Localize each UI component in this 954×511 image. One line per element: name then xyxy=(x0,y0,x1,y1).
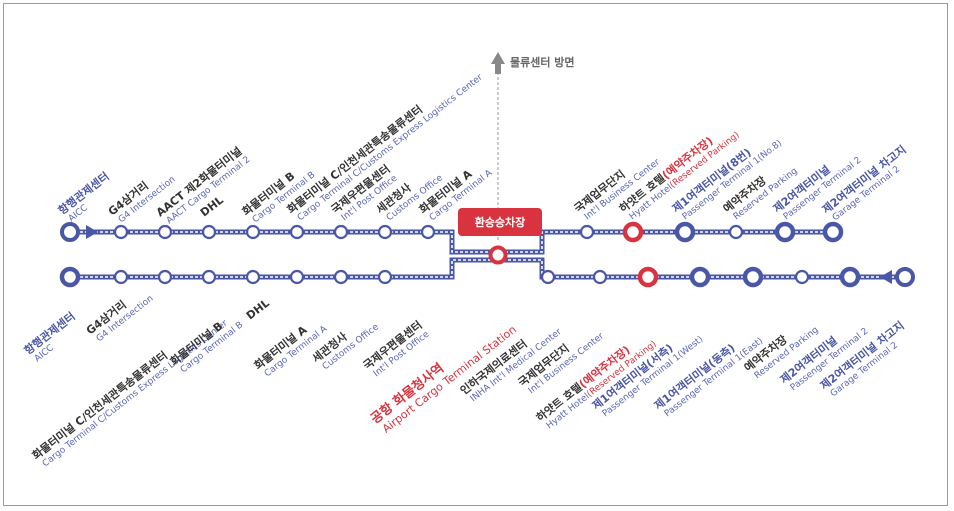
bottom-stop-16[interactable] xyxy=(839,266,861,288)
bottom-stop-2[interactable] xyxy=(113,269,129,285)
hub-label: 환승승차장 xyxy=(475,215,526,229)
bottom-stop-12[interactable] xyxy=(637,266,659,288)
top-stop-10[interactable] xyxy=(579,224,595,240)
top-stop-14[interactable] xyxy=(774,221,796,243)
top-stop-2[interactable] xyxy=(113,224,129,240)
bottom-stop-15[interactable] xyxy=(794,269,810,285)
bottom-track-inner xyxy=(70,259,905,278)
bottom-stop-8[interactable] xyxy=(377,269,393,285)
bottom-stop-10[interactable] xyxy=(540,269,556,285)
top-stop-4[interactable] xyxy=(201,224,217,240)
top-stop-3[interactable] xyxy=(157,224,173,240)
bottom-name-en: Passenger Terminal 1(East) xyxy=(663,336,765,419)
bottom-stop-3[interactable] xyxy=(157,269,173,285)
arrow-right-icon xyxy=(86,225,98,239)
bottom-stop-13[interactable] xyxy=(689,266,711,288)
bottom-stop-1[interactable] xyxy=(59,266,81,288)
direction-label: 물류센터 방면 xyxy=(510,55,575,69)
top-stop-1[interactable] xyxy=(60,222,80,242)
bottom-stop-17[interactable] xyxy=(895,267,915,287)
top-stop-15[interactable] xyxy=(822,221,844,243)
bottom-stop-14[interactable] xyxy=(742,266,764,288)
top-stop-11[interactable] xyxy=(622,221,644,243)
arrow-left-icon xyxy=(880,270,892,284)
transfer-hub[interactable]: 환승승차장 xyxy=(458,208,542,236)
top-stop-12[interactable] xyxy=(674,221,696,243)
bottom-label-5: DHL xyxy=(244,297,272,323)
bottom-stop-7[interactable] xyxy=(333,269,349,285)
bottom-stop-11[interactable] xyxy=(592,269,608,285)
up-arrow-icon xyxy=(491,52,505,74)
bottom-stop-9[interactable] xyxy=(488,245,508,265)
top-stop-7[interactable] xyxy=(333,224,349,240)
top-stop-9[interactable] xyxy=(420,224,436,240)
route-stops xyxy=(59,221,915,288)
top-stop-8[interactable] xyxy=(377,224,393,240)
bottom-name-ko: 화물터미널 C/인천세관특송물류센터 xyxy=(29,348,170,462)
bottom-name-ko: DHL xyxy=(244,297,272,323)
top-stop-5[interactable] xyxy=(245,224,261,240)
hub-box xyxy=(458,208,542,236)
bottom-stop-4[interactable] xyxy=(201,269,217,285)
top-stop-13[interactable] xyxy=(728,224,744,240)
bottom-stop-5[interactable] xyxy=(245,269,261,285)
bottom-stop-6[interactable] xyxy=(289,269,305,285)
bottom-track xyxy=(70,257,905,280)
top-stop-6[interactable] xyxy=(289,224,305,240)
